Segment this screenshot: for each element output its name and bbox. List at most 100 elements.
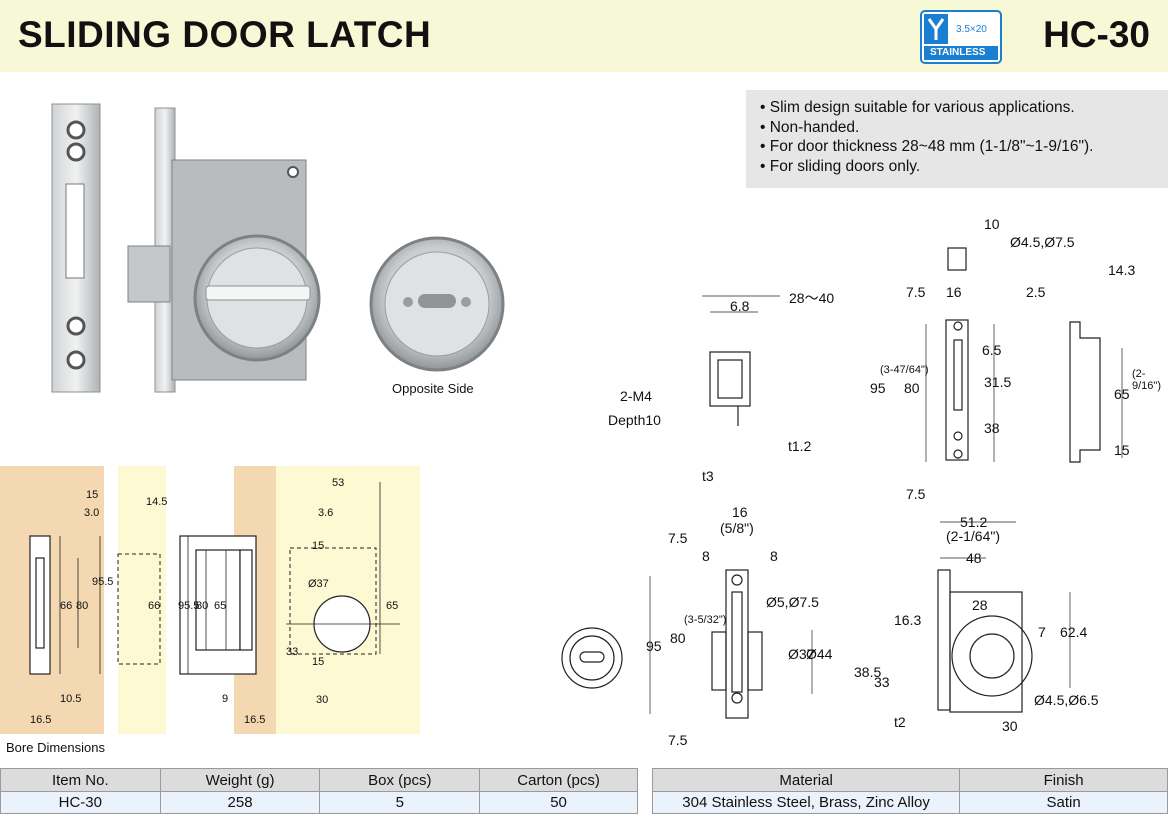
bore-dim: 33 <box>286 646 299 658</box>
dim-label: 16.3 <box>894 612 922 628</box>
dim-label: 95 <box>646 638 662 654</box>
bore-dim: 95.5 <box>92 576 114 588</box>
dim-label: (2-9/16") <box>1132 368 1161 392</box>
bore-dim: 53 <box>332 477 345 489</box>
bore-dim: 15 <box>86 489 99 501</box>
dim-label: t3 <box>702 468 714 484</box>
dim-label: 30 <box>1002 718 1018 734</box>
bore-dim: 16.5 <box>244 714 266 726</box>
dim-label: 7.5 <box>906 284 926 300</box>
dim-label: 10 <box>984 216 1000 232</box>
stainless-badge: 3.5×20 STAINLESS <box>920 10 1002 64</box>
dim-label: 28～40 <box>789 290 835 306</box>
bore-dim: 80 <box>196 600 209 612</box>
dim-label: t2 <box>894 714 906 730</box>
badge-label: STAINLESS <box>930 47 986 58</box>
model-number: HC-30 <box>1043 14 1150 55</box>
dim-label: 15 <box>1114 442 1130 458</box>
table-row: 304 Stainless Steel, Brass, Zinc Alloy S… <box>651 791 1168 814</box>
bore-dim: 3.6 <box>318 507 334 519</box>
dim-label: 80 <box>670 630 686 646</box>
dim-label: 48 <box>966 550 982 566</box>
cell-weight: 258 <box>159 791 321 814</box>
technical-drawing <box>561 247 1123 719</box>
feature-item: Non-handed. <box>760 118 1168 138</box>
feature-list: Slim design suitable for various applica… <box>746 90 1168 188</box>
page-title: SLIDING DOOR LATCH <box>18 14 432 55</box>
dim-label: 7.5 <box>668 732 688 748</box>
dim-label: Ø4.5,Ø7.5 <box>1010 234 1075 250</box>
dim-label: 2-M4 <box>620 388 652 404</box>
col-finish: Finish <box>959 768 1168 792</box>
dim-label: 38 <box>984 420 1000 436</box>
opposite-side-label: Opposite Side <box>392 381 474 396</box>
bore-dim: 16.5 <box>30 714 52 726</box>
dim-label: Ø4.5,Ø6.5 <box>1034 692 1099 708</box>
dim-label: 7 <box>1038 624 1046 640</box>
bore-dim: 3.0 <box>84 507 100 519</box>
dim-label: 38.5 <box>854 664 882 680</box>
dim-label: 8 <box>702 548 710 564</box>
header-bar: SLIDING DOOR LATCH 3.5×20 STAINLESS HC-3… <box>0 0 1168 72</box>
bore-dim: 15 <box>312 540 325 552</box>
col-item-no: Item No. <box>0 768 161 792</box>
dim-label: 2.5 <box>1026 284 1046 300</box>
dim-label: (2-1/64") <box>946 528 1000 544</box>
dim-label: 8 <box>770 548 778 564</box>
dim-label: 95 <box>870 380 886 396</box>
col-box: Box (pcs) <box>319 768 481 792</box>
bore-dim: 66 <box>148 600 161 612</box>
cell-carton: 50 <box>479 791 638 814</box>
dim-label: Ø5,Ø7.5 <box>766 594 819 610</box>
bore-dim: 30 <box>316 694 329 706</box>
dim-label: 62.4 <box>1060 624 1088 640</box>
dim-label: 28 <box>972 597 988 613</box>
dim-label: 14.3 <box>1108 262 1136 278</box>
cell-finish: Satin <box>959 791 1168 814</box>
dim-label: 6.8 <box>730 298 750 314</box>
dim-label: Depth10 <box>608 412 661 428</box>
badge-size: 3.5×20 <box>956 24 987 35</box>
dim-label: 65 <box>1114 386 1130 402</box>
feature-item: For door thickness 28~48 mm (1-1/8"~1-9/… <box>760 137 1168 157</box>
dim-label: 16 <box>732 504 748 520</box>
feature-item: For sliding doors only. <box>760 157 1168 177</box>
dim-label: (5/8") <box>720 520 754 536</box>
dim-label: 7.5 <box>668 530 688 546</box>
dim-label: Ø37 <box>788 646 815 662</box>
spec-table-left: Item No. Weight (g) Box (pcs) Carton (pc… <box>0 768 638 814</box>
dim-label: 33 <box>874 674 890 690</box>
dim-label: 51.2 <box>960 514 988 530</box>
dim-label: 6.5 <box>982 342 1002 358</box>
bore-dimensions-drawing <box>0 466 420 734</box>
cell-material: 304 Stainless Steel, Brass, Zinc Alloy <box>651 791 961 814</box>
dim-label: (3-5/32") <box>684 614 727 626</box>
col-material: Material <box>651 768 961 792</box>
bore-dim: 80 <box>76 600 89 612</box>
bore-dimensions-caption: Bore Dimensions <box>6 740 105 755</box>
cell-box: 5 <box>319 791 481 814</box>
cell-item-no: HC-30 <box>0 791 161 814</box>
dim-label: (3-47/64") <box>880 364 929 376</box>
feature-item: Slim design suitable for various applica… <box>760 98 1168 118</box>
dim-label: t1.2 <box>788 438 812 454</box>
bore-dim: 66 <box>60 600 73 612</box>
spec-table-right: Material Finish 304 Stainless Steel, Bra… <box>651 768 1168 814</box>
dim-label: 16 <box>946 284 962 300</box>
bore-dim: 10.5 <box>60 693 82 705</box>
table-row: HC-30 258 5 50 <box>0 791 638 814</box>
bore-dim: 65 <box>214 600 227 612</box>
dim-label: 80 <box>904 380 920 396</box>
bore-dim: 15 <box>312 656 325 668</box>
dim-label: 31.5 <box>984 374 1012 390</box>
product-photo <box>51 103 505 393</box>
dim-label: Ø44 <box>806 646 833 662</box>
dim-label: 7.5 <box>906 486 926 502</box>
col-weight: Weight (g) <box>159 768 321 792</box>
bore-dim: Ø37 <box>308 578 329 590</box>
bore-dim: 14.5 <box>146 496 168 508</box>
bore-dim: 65 <box>386 600 399 612</box>
col-carton: Carton (pcs) <box>479 768 638 792</box>
bore-dim: 9 <box>222 693 229 705</box>
bore-dim: 95.5 <box>178 600 200 612</box>
